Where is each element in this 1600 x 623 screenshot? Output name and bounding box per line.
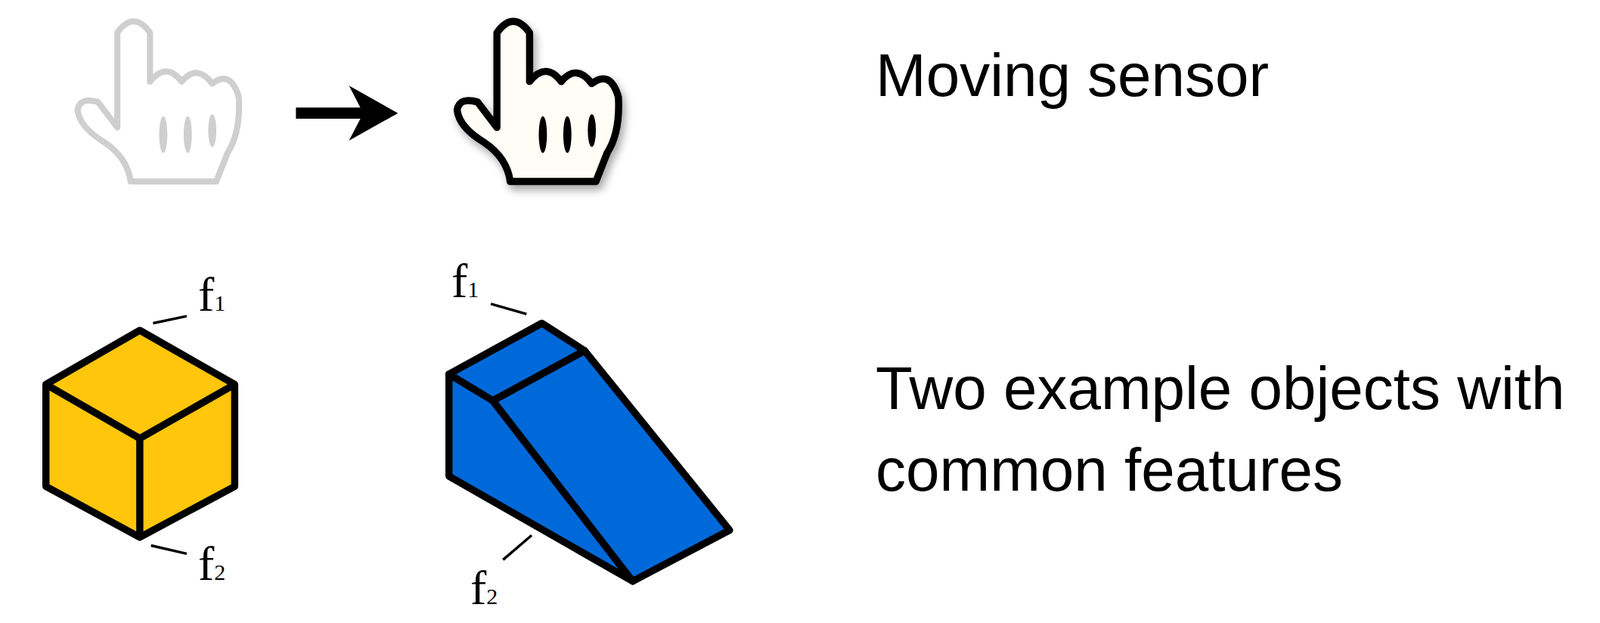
wedge-object xyxy=(449,323,730,582)
cube-object xyxy=(46,330,236,538)
sensor-hand-previous xyxy=(77,21,240,182)
caption-text: Two example objects with common features xyxy=(875,347,1594,512)
feature-label: f2 xyxy=(470,564,498,613)
sensor-hand-current xyxy=(457,21,620,182)
leader-line xyxy=(151,303,532,561)
heading-text: Moving sensor xyxy=(875,34,1587,117)
feature-label: f1 xyxy=(451,257,479,306)
feature-label: f2 xyxy=(198,539,226,589)
feature-label: f1 xyxy=(198,270,226,320)
motion-arrow xyxy=(295,85,398,141)
